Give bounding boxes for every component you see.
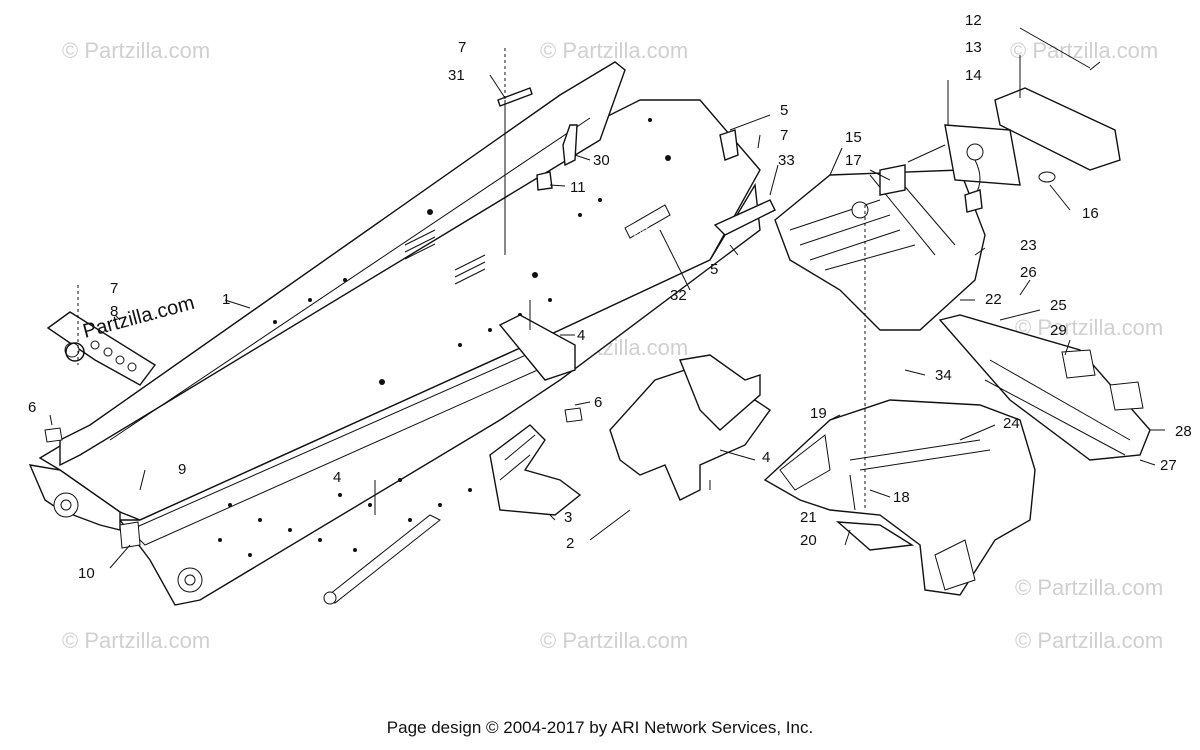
callout-34: 34 [935,367,952,384]
small-parts [44,87,1144,549]
part-2-plate [609,354,771,501]
tail-light-assembly [944,61,1121,213]
watermark: © Partzilla.com [1010,38,1158,63]
callout-20: 20 [800,532,817,549]
callout-1: 1 [222,291,230,308]
callout-7: 7 [780,127,788,144]
callout-8: 8 [110,303,118,320]
callout-4: 4 [762,449,770,466]
part-15-cargo-box [774,164,986,331]
callout-2: 2 [566,535,574,552]
callout-32: 32 [670,287,687,304]
callout-7: 7 [458,39,466,56]
watermark: © Partzilla.com [1015,628,1163,653]
callout-16: 16 [1082,205,1099,222]
callout-14: 14 [965,67,982,84]
callout-5: 5 [710,261,718,278]
callout-31: 31 [448,67,465,84]
page-footer: Page design © 2004-2017 by ARI Network S… [386,718,814,737]
callout-4: 4 [333,469,341,486]
callout-12: 12 [965,12,982,29]
callout-27: 27 [1160,457,1177,474]
watermark: © Partzilla.com [62,628,210,653]
callout-10: 10 [78,565,95,582]
watermark: © Partzilla.com [1015,575,1163,600]
callout-3: 3 [564,509,572,526]
watermark: © Partzilla.com [540,628,688,653]
callout-9: 9 [178,461,186,478]
callout-24: 24 [1003,415,1020,432]
callout-22: 22 [985,291,1002,308]
callout-18: 18 [893,489,910,506]
callout-33: 33 [778,152,795,169]
callout-23: 23 [1020,237,1037,254]
callout-30: 30 [593,152,610,169]
callout-25: 25 [1050,297,1067,314]
tunnel-assembly: EXT [28,61,761,606]
part-27-flap [938,314,1151,461]
part-8-bracket [46,311,157,386]
brand-watermark-text: Partzilla.com [81,292,197,343]
callout-11: 11 [570,179,586,196]
part-4-upper-bracket [498,314,576,381]
callout-13: 13 [965,39,982,56]
callout-21: 21 [800,509,817,526]
watermark: © Partzilla.com [62,38,210,63]
callout-17: 17 [845,152,862,169]
callout-28: 28 [1175,423,1192,440]
callout-6: 6 [594,394,602,411]
watermark: © Partzilla.com [1015,315,1163,340]
callouts: 7 31 30 11 5 7 33 5 32 12 13 14 15 17 16… [28,12,1192,582]
part-19-rear-bumper [763,399,1036,596]
callout-6: 6 [28,399,36,416]
watermark: © Partzilla.com [540,38,688,63]
callout-15: 15 [845,129,862,146]
part-20-pad [835,521,915,551]
callout-29: 29 [1050,322,1067,339]
callout-26: 26 [1020,264,1037,281]
callout-5: 5 [780,102,788,119]
callout-19: 19 [810,405,827,422]
callout-7: 7 [110,280,118,297]
callout-4: 4 [577,327,585,344]
part-3-bracket [489,424,582,516]
leader-lines [49,27,1165,569]
